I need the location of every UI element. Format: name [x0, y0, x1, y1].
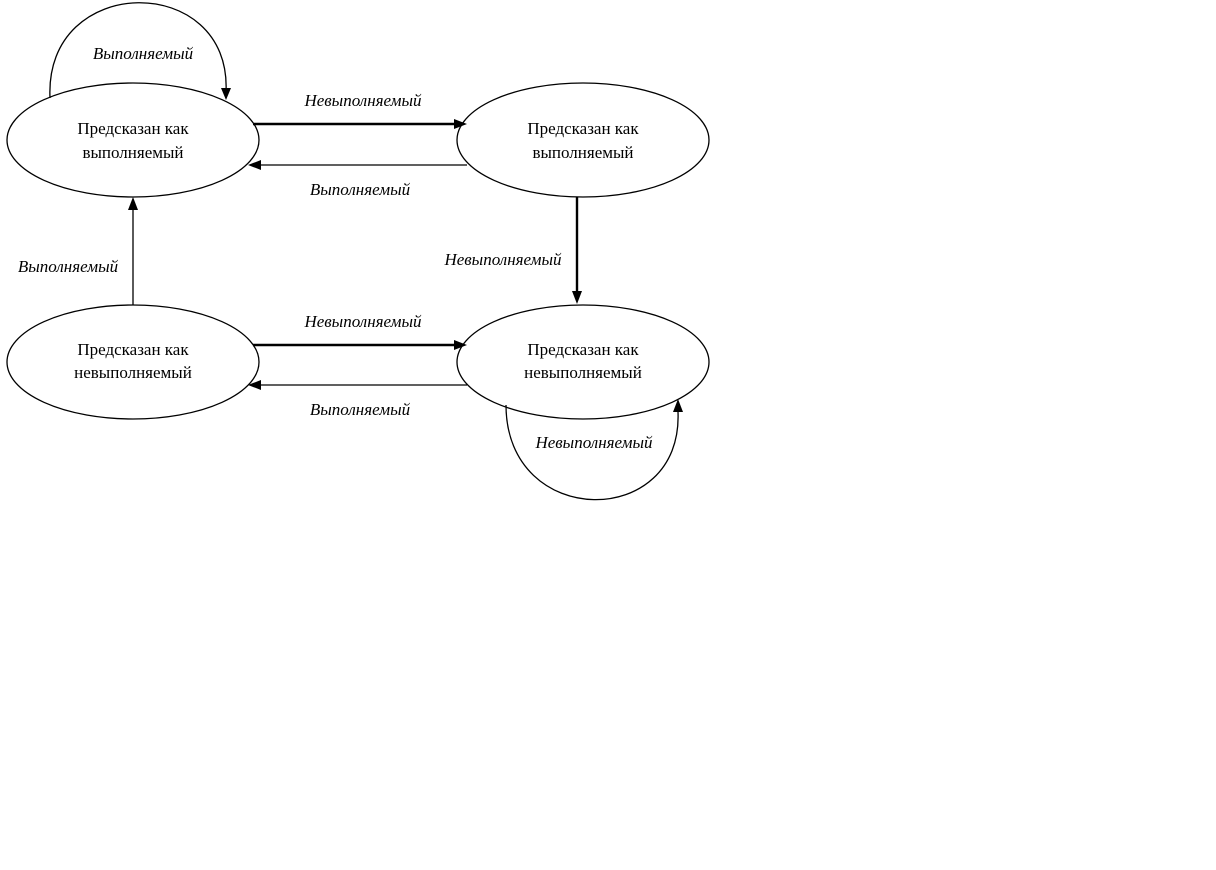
bottom-right-to-bottom-left-arrowhead-icon — [248, 380, 261, 390]
state-top-left: Предсказан как выполняемый — [6, 82, 260, 198]
transition-bottom-left-to-bottom-right: Невыполняемый — [253, 312, 467, 350]
bottom-left-to-bottom-right-label: Невыполняемый — [303, 312, 422, 331]
state-bottom-left-label-line1: Предсказан как — [77, 340, 189, 359]
self-loop-top-left-label: Выполняемый — [93, 44, 194, 63]
transition-top-left-to-top-right: Невыполняемый — [253, 91, 467, 129]
state-bottom-left: Предсказан как невыполняемый — [6, 304, 260, 420]
transition-top-right-to-top-left: Выполняемый — [248, 160, 467, 199]
state-top-left-ellipse — [6, 82, 260, 198]
top-left-to-top-right-label: Невыполняемый — [303, 91, 422, 110]
transition-self-loop-top-left: Выполняемый — [49, 2, 231, 100]
transition-bottom-left-to-top-left: Выполняемый — [18, 197, 138, 305]
top-right-to-top-left-label: Выполняемый — [310, 180, 411, 199]
state-bottom-left-ellipse — [6, 304, 260, 420]
state-bottom-right: Предсказан как невыполняемый — [456, 304, 710, 420]
bottom-left-to-top-left-label: Выполняемый — [18, 257, 119, 276]
state-bottom-left-label-line2: невыполняемый — [74, 363, 192, 382]
state-top-left-label-line2: выполняемый — [82, 143, 183, 162]
self-loop-bottom-right-label: Невыполняемый — [534, 433, 653, 452]
bottom-left-to-top-left-arrowhead-icon — [128, 197, 138, 210]
state-bottom-right-label-line1: Предсказан как — [527, 340, 639, 359]
transition-self-loop-bottom-right: Невыполняемый — [505, 399, 683, 501]
self-loop-top-left-arc — [49, 2, 227, 99]
bottom-right-to-bottom-left-label: Выполняемый — [310, 400, 411, 419]
state-bottom-right-ellipse — [456, 304, 710, 420]
self-loop-bottom-right-arrowhead-icon — [673, 399, 683, 412]
state-top-right: Предсказан как выполняемый — [456, 82, 710, 198]
state-top-left-label-line1: Предсказан как — [77, 119, 189, 138]
top-right-to-top-left-arrowhead-icon — [248, 160, 261, 170]
self-loop-bottom-right-arc — [505, 404, 679, 501]
state-top-right-label-line2: выполняемый — [532, 143, 633, 162]
transition-top-right-to-bottom-right: Невыполняемый — [443, 197, 582, 304]
state-top-right-label-line1: Предсказан как — [527, 119, 639, 138]
top-right-to-bottom-right-arrowhead-icon — [572, 291, 582, 304]
transition-bottom-right-to-bottom-left: Выполняемый — [248, 380, 467, 419]
bottom-left-to-bottom-right-arrowhead-icon — [454, 340, 467, 350]
state-bottom-right-label-line2: невыполняемый — [524, 363, 642, 382]
self-loop-top-left-arrowhead-icon — [221, 88, 231, 100]
top-left-to-top-right-arrowhead-icon — [454, 119, 467, 129]
top-right-to-bottom-right-label: Невыполняемый — [443, 250, 562, 269]
state-top-right-ellipse — [456, 82, 710, 198]
